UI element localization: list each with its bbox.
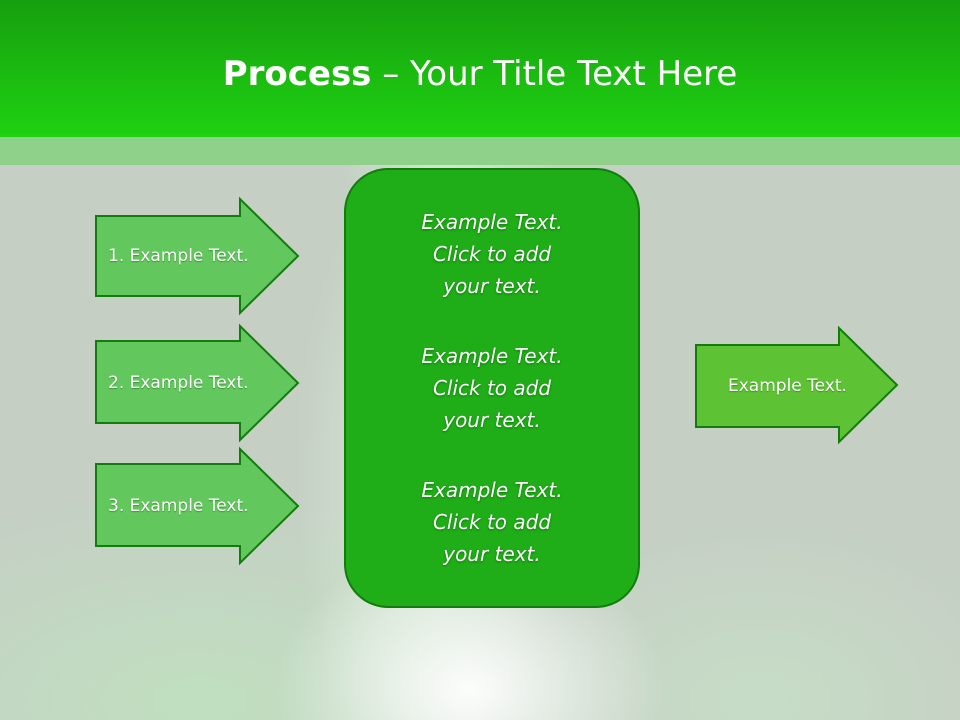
process-arrow-label: 1. Example Text. bbox=[108, 246, 249, 266]
center-text-line: your text. bbox=[443, 274, 541, 298]
process-arrow-label: 3. Example Text. bbox=[108, 496, 249, 516]
center-text-block-2: Example Text. Click to add your text. bbox=[421, 340, 562, 436]
result-arrow[interactable]: Example Text. bbox=[695, 325, 899, 445]
slide-title-rest: – Your Title Text Here bbox=[371, 54, 738, 94]
process-arrow-2[interactable]: 2. Example Text. bbox=[95, 323, 300, 443]
center-text-line: Example Text. bbox=[421, 478, 563, 502]
arrow-shape bbox=[95, 196, 300, 316]
result-arrow-label: Example Text. bbox=[728, 375, 847, 396]
slide-title-bold: Process bbox=[222, 54, 372, 94]
center-text-line: your text. bbox=[443, 542, 541, 566]
slide-title[interactable]: Process – Your Title Text Here bbox=[0, 52, 960, 96]
center-text-line: your text. bbox=[443, 408, 541, 432]
arrow-shape bbox=[95, 446, 300, 566]
process-arrow-1[interactable]: 1. Example Text. bbox=[95, 196, 300, 316]
center-text-line: Example Text. bbox=[421, 344, 563, 368]
title-bar-strip bbox=[0, 137, 960, 165]
process-arrow-label: 2. Example Text. bbox=[108, 373, 249, 393]
center-text-block-3: Example Text. Click to add your text. bbox=[421, 474, 562, 570]
center-text-line: Click to add bbox=[432, 510, 552, 534]
arrow-shape bbox=[95, 323, 300, 443]
center-text-line: Click to add bbox=[432, 376, 552, 400]
center-text-line: Example Text. bbox=[421, 210, 563, 234]
title-bar bbox=[0, 0, 960, 137]
center-text-block-1: Example Text. Click to add your text. bbox=[421, 206, 562, 302]
process-arrow-3[interactable]: 3. Example Text. bbox=[95, 446, 300, 566]
center-text-line: Click to add bbox=[432, 242, 552, 266]
center-content-box[interactable]: Example Text. Click to add your text. Ex… bbox=[344, 168, 640, 608]
arrow-shape bbox=[695, 325, 899, 445]
